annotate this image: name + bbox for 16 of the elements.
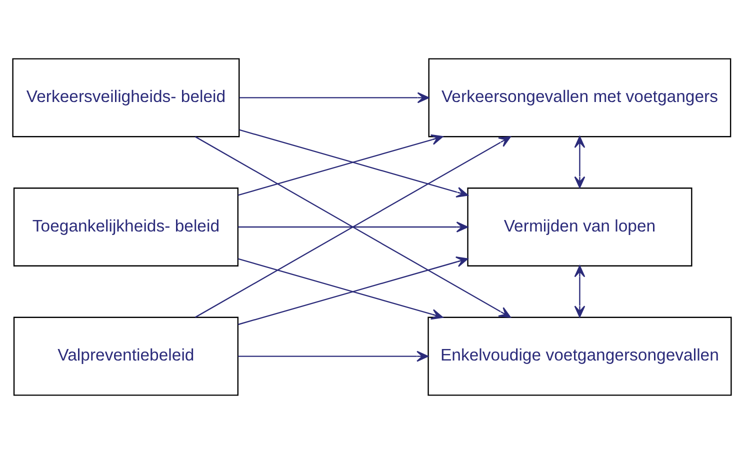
node-box: Enkelvoudige voetgangersongevallen xyxy=(428,316,732,396)
arrow xyxy=(239,92,430,104)
arrow xyxy=(238,350,428,362)
arrow xyxy=(239,129,468,198)
node-box: Valpreventiebeleid xyxy=(13,316,238,396)
node-box: Vermijden van lopen xyxy=(467,188,692,266)
arrow xyxy=(194,136,511,318)
node-box: Verkeersveiligheids- beleid xyxy=(12,58,240,138)
arrow xyxy=(574,136,586,188)
node-box: Verkeersongevallen met voetgangers xyxy=(428,58,732,138)
arrow xyxy=(238,222,468,232)
arrow xyxy=(574,265,586,318)
arrow xyxy=(238,256,468,326)
arrow xyxy=(238,258,444,320)
arrow xyxy=(238,134,444,196)
node-box: Toegankelijkheids- beleid xyxy=(13,188,238,266)
